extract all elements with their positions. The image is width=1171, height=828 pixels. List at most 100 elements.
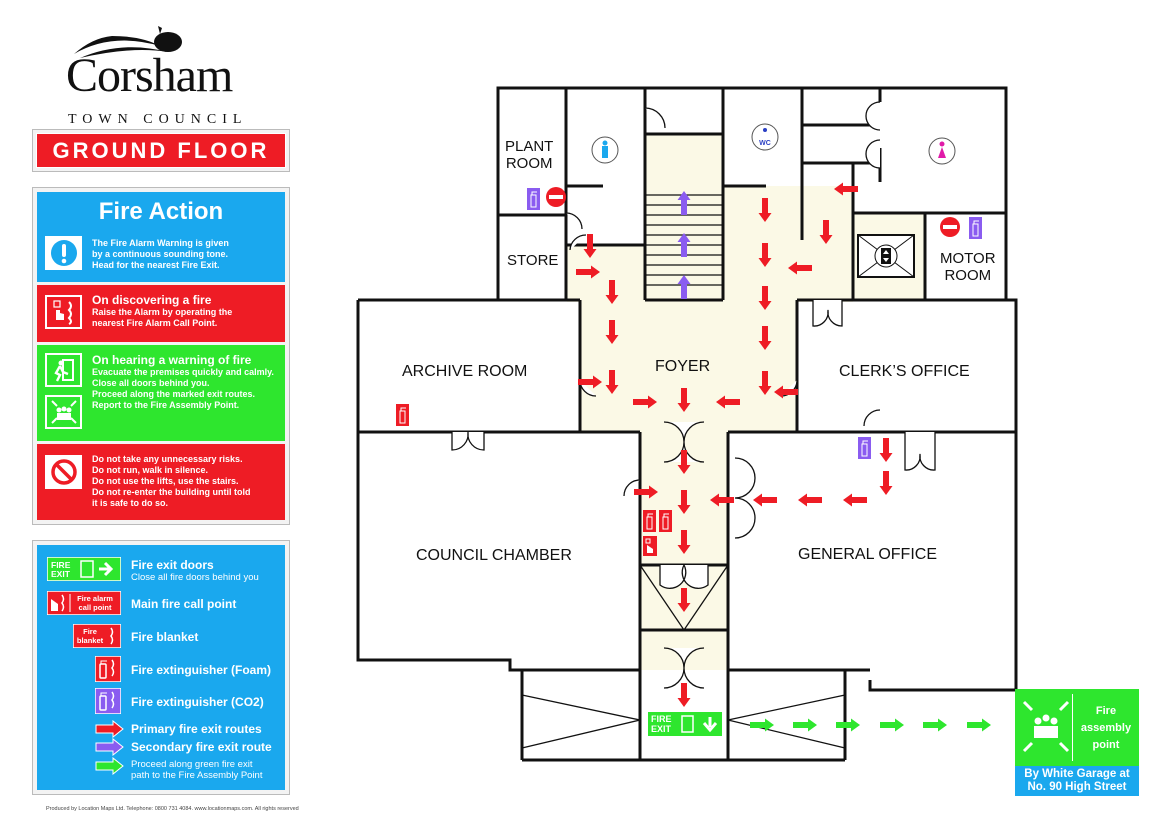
prohibition-icon [45,455,82,489]
svg-text:EXIT: EXIT [51,569,71,579]
primary-route-arrow [677,388,691,412]
assembly-route-arrow [923,718,947,732]
floor-banner: GROUND FLOOR [32,129,290,172]
fa-line: by a continuous sounding tone. [92,249,228,259]
legend-label: Main fire call point [131,597,237,611]
primary-route-arrow [583,234,597,258]
primary-route-arrow [798,493,822,507]
fire-blanket-icon: Fire blanket [73,624,121,648]
svg-text:Fire: Fire [83,627,97,636]
assembly-route-arrow [793,718,817,732]
primary-route-arrow [605,320,619,344]
fa-line: Close all doors behind you. [92,378,210,388]
female-toilet-icon [928,137,956,165]
assembly-route-arrow [880,718,904,732]
assembly-label: Fire [1095,705,1117,717]
no-entry-icon [940,217,960,237]
fa-line: Do not take any unnecessary risks. [92,454,243,464]
credit-line: Produced by Location Maps Ltd. Telephone… [46,806,299,812]
assembly-label: point [1092,739,1120,751]
fa-line: Do not re-enter the building until told [92,487,251,497]
fire-extinguisher-foam-icon [396,404,409,426]
logo-subtitle: TOWN COUNCIL [68,112,248,127]
assembly-location: By White Garage at No. 90 High Street [1015,766,1139,796]
fire-action-title: Fire Action [98,198,224,225]
fire-alarm-call-point-icon: Fire alarm call point [47,591,121,615]
legend-panel: FIRE EXIT Fire exit doors Close all fire… [32,540,290,795]
fa-line: Do not use the lifts, use the stairs. [92,476,239,486]
fa-line: Raise the Alarm by operating the [92,307,233,317]
fire-extinguisher-co2-icon [95,688,121,714]
walls [356,86,1018,762]
accessible-toilet-icon: WC [751,123,779,151]
primary-route-arrow [843,493,867,507]
lobby-canopies [521,564,846,749]
primary-route-arrow [677,683,691,707]
primary-route-arrow [716,395,740,409]
primary-route-arrow [758,371,772,395]
room-label-foyer: FOYER [655,358,711,375]
primary-route-arrow [788,261,812,275]
assembly-point-icon [1022,700,1070,753]
primary-route-arrow [758,326,772,350]
fire-extinguisher-foam-icon [643,510,656,532]
primary-route-arrow [879,471,893,495]
running-man-exit-icon [45,353,82,387]
room-label-council-chamber: COUNCIL CHAMBER [416,547,572,564]
fire-alarm-call-point-icon [45,295,82,329]
room-label-store: STORE [507,252,559,269]
assembly-point-icon [45,395,82,429]
legend-sublabel: path to the Fire Assembly Point [131,770,263,781]
fa-line: Evacuate the premises quickly and calmly… [92,367,274,377]
secondary-route-arrow [677,275,691,299]
legend-label: Primary fire exit routes [131,722,262,736]
assembly-route-arrow [967,718,991,732]
primary-route-arrow [834,182,858,196]
green-arrow-icon [95,757,124,775]
fa-heading: On hearing a warning of fire [92,353,252,367]
peacock-icon [74,26,182,58]
fa-line: Do not run, walk in silence. [92,465,209,475]
room-label-general-office: GENERAL OFFICE [798,546,937,563]
exclamation-icon [45,236,82,270]
fire-action-block-hearing: On hearing a warning of fire Evacuate th… [37,345,285,441]
primary-route-arrow [677,588,691,612]
fa-line: Head for the nearest Fire Exit. [92,260,220,270]
primary-route-arrow [634,485,658,499]
fire-exit-sign-icon: FIRE EXIT [47,557,121,581]
primary-route-arrow [879,438,893,462]
primary-route-arrow [753,493,777,507]
fire-action-panel: Fire Action The Fire Alarm Warning is gi… [32,187,290,525]
fire-extinguisher-co2-icon [969,217,982,239]
primary-route-arrow [633,395,657,409]
legend-label: Fire exit doors [131,558,214,572]
logo-name: Corsham [66,49,233,102]
room-label-clerks-office: CLERK’S OFFICE [839,363,970,380]
primary-route-arrow [605,370,619,394]
fire-extinguisher-co2-icon [527,188,540,210]
legend-label: Fire extinguisher (CO2) [131,695,264,709]
primary-route-arrow [605,280,619,304]
secondary-route-arrow [677,233,691,257]
lift-icon [857,234,915,278]
assembly-label: assembly [1080,722,1132,734]
primary-route-arrow [819,220,833,244]
svg-text:Fire alarm: Fire alarm [77,594,113,603]
exit-sign-line: EXIT [651,724,672,734]
legend-label: Fire blanket [131,630,199,644]
fire-assembly-point-sign: Fire assembly point By White Garage at N… [1015,689,1139,796]
fa-heading: On discovering a fire [92,293,212,307]
doors [451,101,936,689]
svg-text:WC: WC [759,140,771,147]
assembly-route-arrow [750,718,774,732]
primary-route-arrow [677,530,691,554]
route-arrows [576,182,991,732]
fire-extinguisher-foam-icon [659,510,672,532]
floor-title: GROUND FLOOR [36,133,286,168]
legend-sublabel: Close all fire doors behind you [131,572,259,583]
svg-text:blanket: blanket [77,636,104,645]
